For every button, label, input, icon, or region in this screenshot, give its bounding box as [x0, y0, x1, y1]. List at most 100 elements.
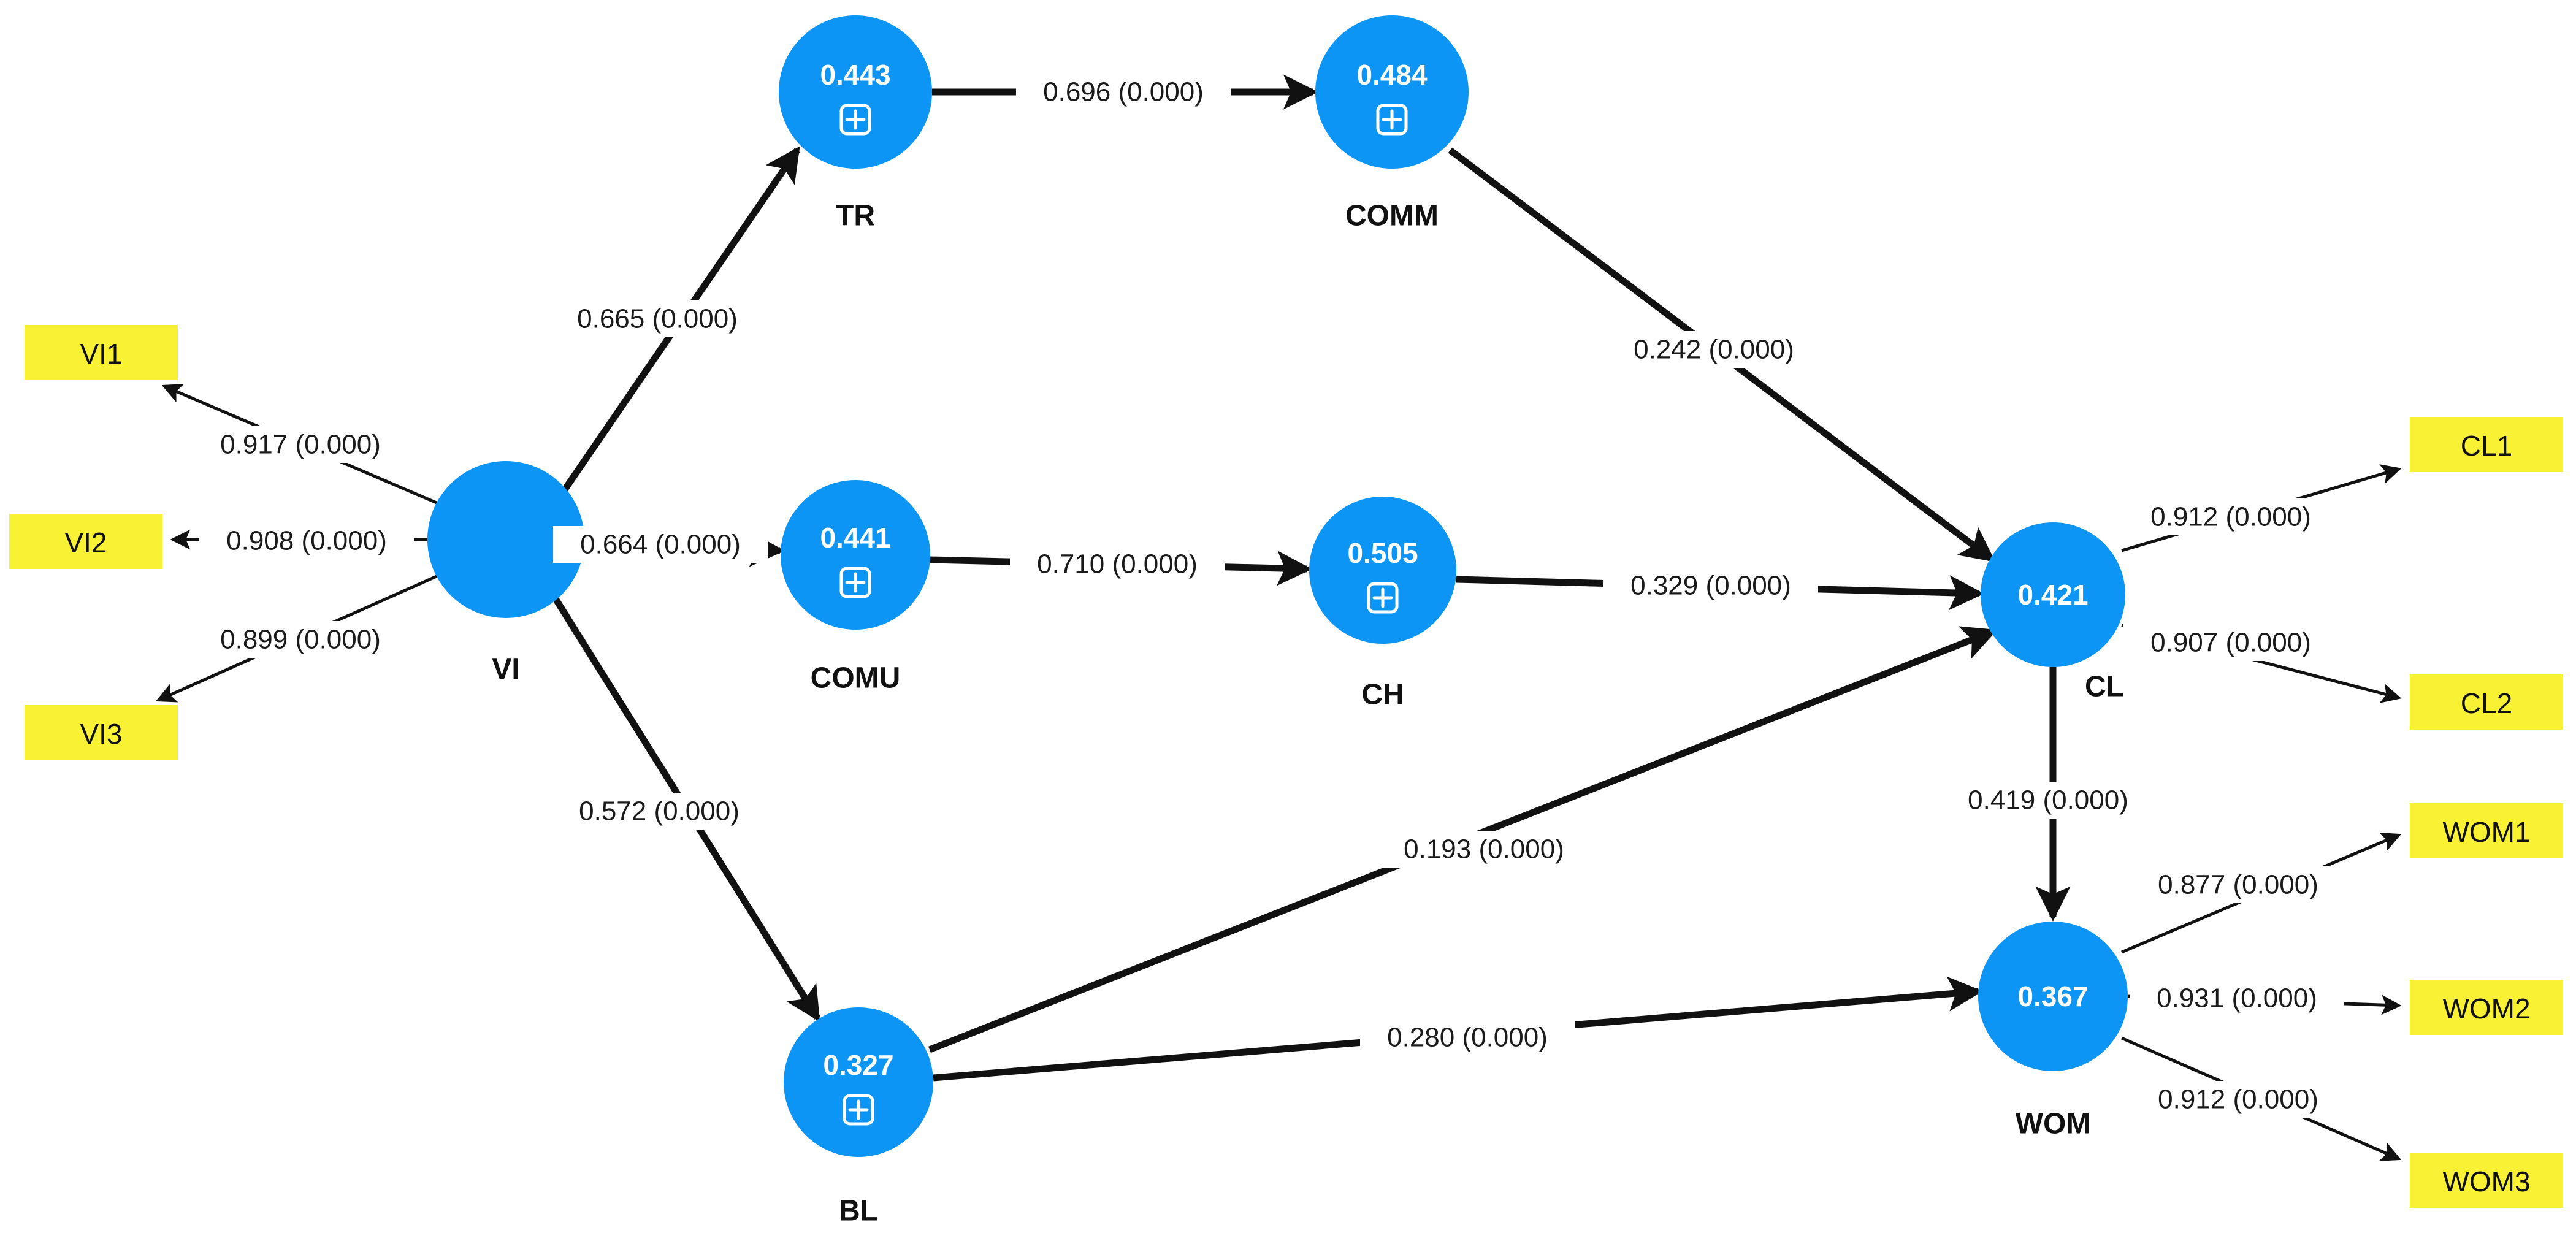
indicator-label: VI2: [64, 527, 107, 559]
indicator-box[interactable]: [9, 514, 162, 569]
expand-plus-icon[interactable]: [843, 1094, 874, 1126]
edge-label-backdrop: [2123, 498, 2338, 535]
edge-label-backdrop: [2131, 1081, 2345, 1118]
latent-circle[interactable]: [1978, 922, 2128, 1071]
indicator-vi2[interactable]: VI2: [9, 514, 162, 569]
edge-label-backdrop: [1941, 782, 2155, 819]
r-square-value: 0.367: [2017, 980, 2088, 1012]
path-coefficient-label-vi-tr: 0.665 (0.000): [577, 304, 738, 334]
edge-label-backdrop: [193, 426, 408, 463]
latent-circle[interactable]: [427, 461, 584, 618]
expand-plus-icon[interactable]: [1376, 104, 1408, 136]
indicator-label: CL1: [2461, 430, 2512, 462]
edge-label-backdrop: [1360, 1019, 1575, 1056]
indicator-box[interactable]: [25, 325, 178, 380]
indicator-wom3[interactable]: WOM3: [2410, 1153, 2563, 1208]
edge-label-backdrop: [550, 300, 765, 337]
indicator-cl2[interactable]: CL2: [2410, 674, 2563, 730]
path-coefficient-label-cl-wom: 0.419 (0.000): [1968, 785, 2128, 815]
indicator-box[interactable]: [2410, 674, 2563, 730]
indicator-label: WOM3: [2442, 1166, 2530, 1197]
edge-label-backdrop: [1607, 331, 1821, 368]
edge-label-backdrop: [2131, 866, 2345, 903]
r-square-value: 0.327: [823, 1049, 893, 1081]
outer-loading-label-vi-vi1: 0.917 (0.000): [220, 430, 381, 460]
edge-label-backdrop: [2130, 980, 2344, 1017]
edge-label-backdrop: [1016, 74, 1231, 110]
edge-labels-layer: 0.665 (0.000) 0.664 (0.000) 0.572 (0.000) 0…: [193, 74, 2345, 1118]
r-square-value: 0.421: [2017, 579, 2088, 611]
path-coefficient-label-vi-comu: 0.664 (0.000): [580, 530, 741, 560]
latent-construct-label: COMM: [1345, 200, 1439, 232]
outer-loading-label-cl-cl1: 0.912 (0.000): [2150, 502, 2311, 532]
latent-circle[interactable]: [781, 480, 930, 630]
indicator-box[interactable]: [2410, 803, 2563, 858]
edge-label-backdrop: [1377, 831, 1591, 868]
latent-circle[interactable]: [1309, 497, 1456, 644]
latent-construct-label: COMU: [811, 662, 901, 695]
path-coefficient-label-bl-cl: 0.193 (0.000): [1404, 834, 1564, 865]
indicator-label: CL2: [2461, 687, 2512, 719]
latent-circle[interactable]: [784, 1007, 933, 1157]
latent-circle[interactable]: [779, 15, 932, 169]
latent-construct-label: CH: [1361, 679, 1404, 711]
latent-construct-vi[interactable]: VI: [427, 461, 584, 686]
indicator-vi1[interactable]: VI1: [25, 325, 178, 380]
indicator-cl1[interactable]: CL1: [2410, 417, 2563, 472]
outer-loading-label-vi-vi3: 0.899 (0.000): [220, 625, 381, 655]
path-coefficient-label-comm-cl: 0.242 (0.000): [1634, 335, 1794, 365]
indicator-label: VI1: [80, 338, 122, 370]
indicator-box[interactable]: [2410, 980, 2563, 1035]
path-coefficient-label-ch-cl: 0.329 (0.000): [1630, 571, 1791, 601]
indicator-vi3[interactable]: VI3: [25, 705, 178, 760]
outer-loading-label-cl-cl2: 0.907 (0.000): [2150, 628, 2311, 658]
latent-construct-label: TR: [836, 200, 875, 232]
path-coefficient-label-tr-comm: 0.696 (0.000): [1043, 77, 1204, 107]
expand-plus-icon[interactable]: [839, 104, 871, 136]
path-coefficient-label-vi-bl: 0.572 (0.000): [579, 796, 740, 826]
indicator-label: VI3: [80, 718, 122, 750]
edge-label-backdrop: [2123, 624, 2338, 661]
edge-label-backdrop: [1603, 567, 1818, 604]
path-coefficient-label-comu-ch: 0.710 (0.000): [1037, 549, 1198, 579]
indicator-wom1[interactable]: WOM1: [2410, 803, 2563, 858]
outer-loading-label-wom-wom1: 0.877 (0.000): [2158, 870, 2318, 900]
edge-label-backdrop: [1010, 546, 1225, 582]
indicator-wom2[interactable]: WOM2: [2410, 980, 2563, 1035]
edge-label-backdrop: [553, 526, 768, 563]
indicator-box[interactable]: [2410, 417, 2563, 472]
r-square-value: 0.443: [820, 59, 890, 91]
indicator-box[interactable]: [25, 705, 178, 760]
indicator-label: WOM2: [2442, 993, 2530, 1025]
edge-label-backdrop: [193, 621, 408, 658]
outer-loading-label-vi-vi2: 0.908 (0.000): [226, 526, 387, 556]
latent-construct-label: WOM: [2016, 1108, 2091, 1140]
latent-construct-label: VI: [492, 654, 519, 686]
edge-label-backdrop: [552, 793, 766, 830]
latent-construct-label: CL: [2085, 671, 2124, 703]
r-square-value: 0.441: [820, 522, 890, 554]
r-square-value: 0.484: [1356, 59, 1428, 91]
outer-loading-label-wom-wom2: 0.931 (0.000): [2157, 983, 2317, 1013]
latent-circle[interactable]: [1981, 522, 2125, 667]
structural-paths-layer: [552, 74, 2071, 1082]
expand-plus-icon[interactable]: [839, 567, 871, 598]
latent-construct-label: BL: [839, 1195, 878, 1227]
outer-loading-label-wom-wom3: 0.912 (0.000): [2158, 1085, 2318, 1115]
latent-circle[interactable]: [1315, 15, 1469, 169]
r-square-value: 0.505: [1347, 537, 1418, 569]
indicator-box[interactable]: [2410, 1153, 2563, 1208]
edge-label-backdrop: [199, 522, 414, 559]
expand-plus-icon[interactable]: [1367, 582, 1399, 614]
